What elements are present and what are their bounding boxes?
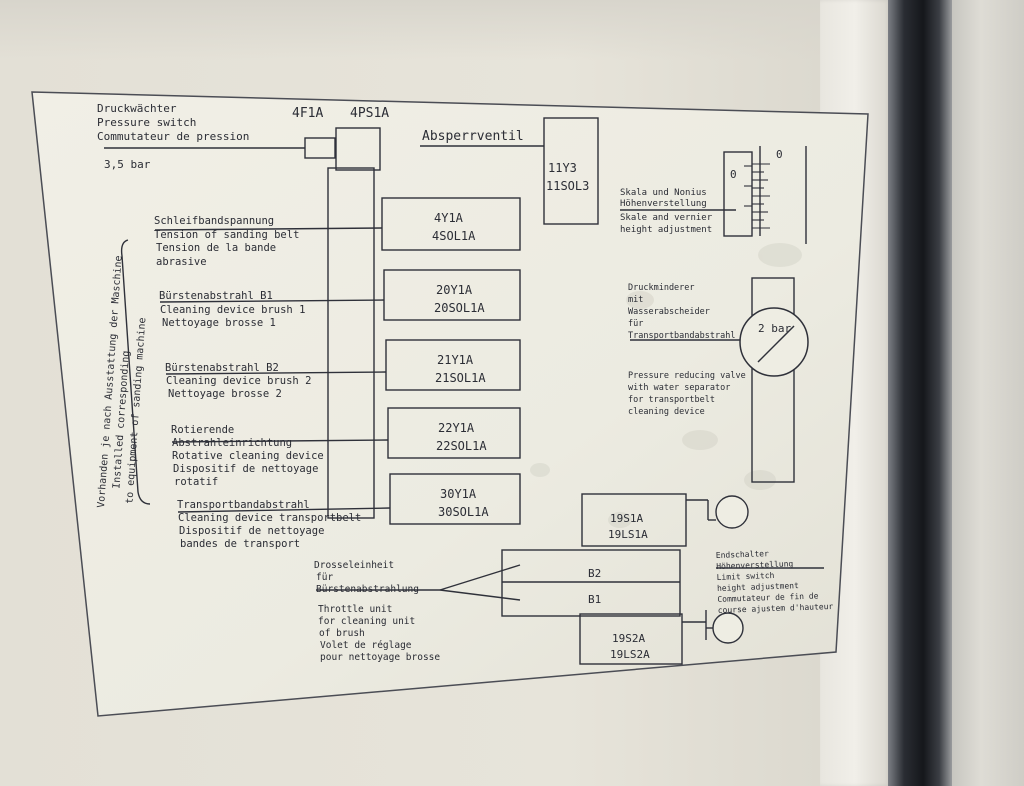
valve-desc-30y1a-4: bandes de transport [180,538,300,550]
limit-switch-lamp-1 [715,495,749,529]
valve-body-21y1a [385,339,521,391]
scale-zero-top: 0 [776,148,783,161]
valve-code-20y1a: 20Y1A [436,283,473,297]
limit-text-6: course ajustem d'hauteur [718,602,834,615]
limit-switch-lamp-2 [712,612,744,644]
valve-body-4y1a [381,197,521,251]
valve-desc-22y1a-2: Abstrahleinrichtung [172,437,292,449]
label-scale-de-1: Skala und Nonius [620,188,707,198]
valve-desc-30y1a-2: Cleaning device transportbelt [178,512,361,524]
manifold-rail [327,167,375,519]
equipment-bracket [120,239,151,505]
reducer-en-4: cleaning device [628,407,705,417]
valve-code-11y3: 11Y3 [548,161,577,175]
shutoff-valve-body [543,117,599,225]
door-rubber-seal [888,0,952,786]
limit-switch-19s1a-box [581,493,687,547]
reducer-de-2: mit [628,295,643,305]
cabinet-side-panel [952,0,1024,786]
label-scale-en-1: Skale and vernier [620,213,713,223]
label-shutoff-valve: Absperrventil [422,129,524,144]
valve-code-30sol1a: 30SOL1A [438,505,489,519]
reducer-de-5: Transportbandabstrahl [628,331,735,341]
throttle-line-1: Drosseleinheit [314,560,394,571]
valve-desc-22y1a-1: Rotierende [171,424,234,436]
label-pressure-switch-de: Druckwächter [97,102,177,115]
valve-desc-4y1a-4: abrasive [156,256,207,268]
valve-desc-4y1a-3: Tension de la bande [156,242,276,254]
valve-body-30y1a [389,473,521,525]
label-pressure-switch-en: Pressure switch [97,116,196,129]
reducer-en-1: Pressure reducing valve [628,371,746,381]
valve-desc-22y1a-3: Rotative cleaning device [172,450,324,462]
valve-code-21y1a: 21Y1A [437,353,474,367]
throttle-b1: B1 [588,593,601,606]
limit-text-3: Limit switch [716,571,774,582]
limit-text-5: Commutateur de fin de [717,591,819,604]
throttle-line-9: pour nettoyage brosse [320,652,440,663]
pressure-switch-housing [335,127,381,171]
height-scale-body [723,151,753,237]
pressure-gauge [739,307,809,377]
limit-switch-19s2a-box [579,613,683,665]
scale-zero-left: 0 [730,168,737,181]
limit-switch-19ls1a: 19LS1A [608,528,648,541]
limit-text-4: height adjustment [717,581,799,593]
reducer-de-1: Druckminderer [628,283,695,293]
pressure-reducer-column [751,277,795,483]
throttle-b2: B2 [588,567,601,580]
gauge-label: 2 bar [758,322,791,335]
limit-switch-19s1a: 19S1A [610,512,643,525]
valve-desc-20y1a-2: Cleaning device brush 1 [160,304,305,316]
valve-code-4sol1a: 4SOL1A [432,229,476,243]
throttle-line-8: Volet de réglage [320,640,412,651]
height-scale-ticks [744,163,770,229]
valve-code-21sol1a: 21SOL1A [435,371,486,385]
reducer-en-3: for transportbelt [628,395,715,405]
throttle-line-6: for cleaning unit [318,616,415,627]
limit-switch-19s2a: 19S2A [612,632,645,645]
limit-text-1: Endschalter [716,549,769,560]
valve-code-11sol3: 11SOL3 [546,179,589,193]
label-scale-en-2: height adjustment [620,225,712,235]
valve-desc-4y1a-2: Tension of sanding belt [154,229,299,241]
valve-desc-20y1a-3: Nettoyage brosse 1 [162,317,276,329]
valve-body-22y1a [387,407,521,459]
code-4f1a: 4F1A [292,106,323,121]
throttle-unit-box [501,549,681,617]
valve-desc-21y1a-2: Cleaning device brush 2 [166,375,311,387]
valve-desc-21y1a-3: Nettoyage brosse 2 [168,388,282,400]
valve-code-22y1a: 22Y1A [438,421,475,435]
reducer-en-2: with water separator [628,383,730,393]
reducer-de-4: für [628,319,643,329]
valve-code-20sol1a: 20SOL1A [434,301,485,315]
valve-code-30y1a: 30Y1A [440,487,477,501]
valve-desc-30y1a-1: Transportbandabstrahl [177,499,310,511]
throttle-line-7: of brush [319,628,365,639]
label-scale-de-2: Höhenverstellung [620,199,707,209]
valve-desc-30y1a-3: Dispositif de nettoyage [179,525,324,537]
valve-desc-21y1a-1: Bürstenabstrahl B2 [165,362,279,374]
valve-code-22sol1a: 22SOL1A [436,439,487,453]
valve-code-4y1a: 4Y1A [434,211,464,225]
limit-switch-19ls2a: 19LS2A [610,648,650,661]
label-pressure-switch-fr: Commutateur de pression [97,130,249,143]
limit-text-2: Höhenverstellung [716,559,794,571]
valve-desc-4y1a-1: Schleifbandspannung [154,215,274,227]
code-4ps1a: 4PS1A [350,106,389,121]
valve-desc-22y1a-4: Dispositif de nettoyage [173,463,318,475]
valve-desc-22y1a-5: rotatif [174,476,218,488]
plate-outline [31,91,869,717]
throttle-line-2: für [316,572,333,583]
valve-desc-20y1a-1: Bürstenabstrahl B1 [159,290,273,302]
reducer-de-3: Wasserabscheider [628,307,710,317]
throttle-line-5: Throttle unit [318,604,392,615]
valve-body-20y1a [383,269,521,321]
plate-stains [530,243,802,528]
throttle-line-3: Bürstenabstrahlung [316,584,419,595]
label-pressure-value: 3,5 bar [104,158,151,171]
cabinet-top-shadow [0,0,830,60]
